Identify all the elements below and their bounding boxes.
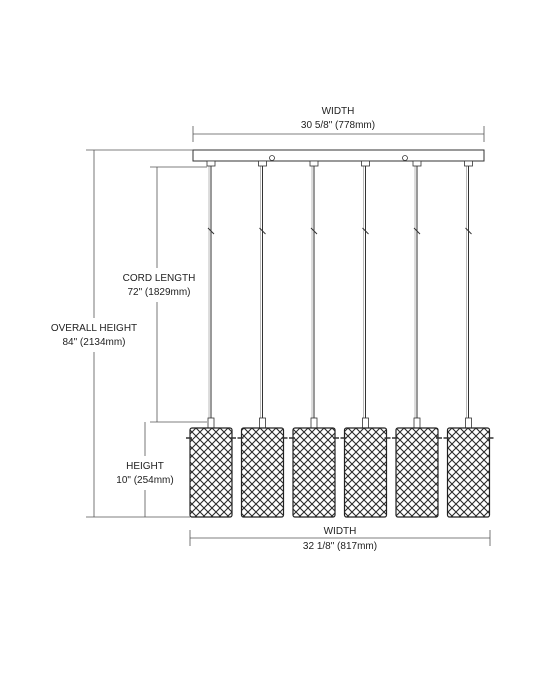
top-width-dimension: WIDTH 30 5/8" (778mm) xyxy=(192,106,485,142)
cord-splice xyxy=(207,227,215,235)
top-width-value: 30 5/8" (778mm) xyxy=(301,120,375,131)
cord-length-title: CORD LENGTH xyxy=(123,273,196,284)
pendant xyxy=(237,160,288,518)
pendant xyxy=(392,160,442,518)
pendant xyxy=(186,160,236,518)
mesh-shade xyxy=(189,427,233,518)
pendant xyxy=(289,160,339,518)
mesh-shade xyxy=(446,427,491,518)
top-width-title: WIDTH xyxy=(322,106,355,117)
pendant-socket xyxy=(465,417,472,429)
pendant xyxy=(443,160,494,518)
cord-splice xyxy=(465,227,472,235)
pendant-group xyxy=(186,155,494,518)
mesh-shade xyxy=(292,427,336,518)
cord-length-dimension: CORD LENGTH 72" (1829mm) xyxy=(112,166,207,423)
height-dimension: HEIGHT 10" (254mm) xyxy=(112,422,178,517)
pendant xyxy=(340,160,391,518)
cord-splice xyxy=(259,227,266,235)
cord-grip xyxy=(258,160,267,167)
bottom-width-dimension: WIDTH 32 1/8" (817mm) xyxy=(189,526,491,552)
mesh-shade xyxy=(240,427,285,518)
mesh-shade xyxy=(343,427,388,518)
overall-height-title: OVERALL HEIGHT xyxy=(51,323,137,334)
overall-height-dimension: OVERALL HEIGHT 84" (2134mm) xyxy=(40,149,193,518)
canopy-hook xyxy=(269,155,275,161)
cord-splice xyxy=(310,227,318,235)
cord-length-value: 72" (1829mm) xyxy=(127,287,190,298)
canopy xyxy=(192,149,485,162)
cord-grip xyxy=(464,160,473,167)
cord-grip xyxy=(412,160,422,167)
overall-height-value: 84" (2134mm) xyxy=(62,337,125,348)
pendant-socket xyxy=(207,417,215,429)
canopy-hook xyxy=(402,155,408,161)
cord-splice xyxy=(413,227,421,235)
cord-grip xyxy=(361,160,370,167)
bottom-width-title: WIDTH xyxy=(324,526,357,537)
pendant-socket xyxy=(259,417,266,429)
pendant-socket xyxy=(362,417,369,429)
pendant-socket xyxy=(310,417,318,429)
pendant-socket xyxy=(413,417,421,429)
height-value: 10" (254mm) xyxy=(116,475,173,486)
mesh-shade xyxy=(395,427,439,518)
cord-splice xyxy=(362,227,369,235)
cord-grip xyxy=(206,160,216,167)
cord-grip xyxy=(309,160,319,167)
height-title: HEIGHT xyxy=(126,461,164,472)
bottom-width-value: 32 1/8" (817mm) xyxy=(303,541,377,552)
